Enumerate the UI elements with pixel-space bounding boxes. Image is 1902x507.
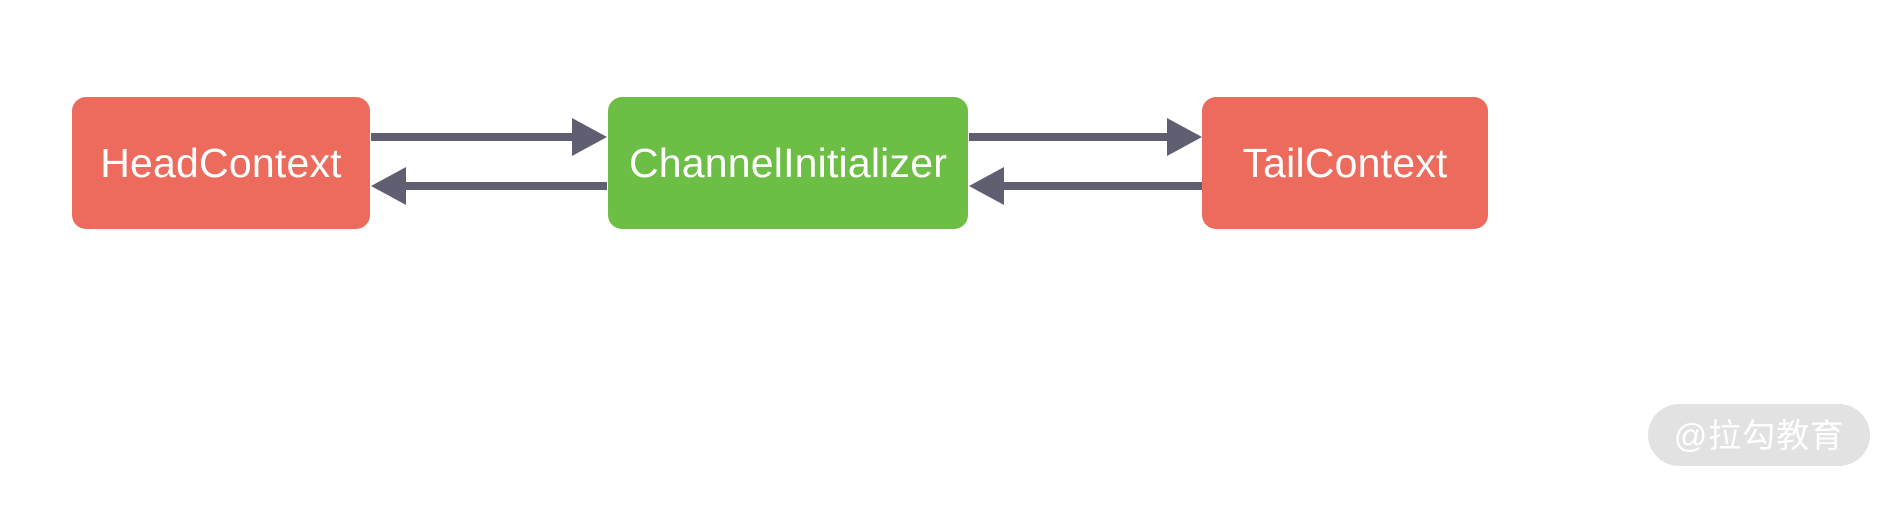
edge-tail-to-initializer — [969, 167, 1202, 205]
edge-initializer-to-head — [371, 167, 607, 205]
node-channel-initializer-label: ChannelInitializer — [628, 139, 948, 186]
watermark-text: @拉勾教育 — [1673, 416, 1845, 454]
node-head-context[interactable]: HeadContext — [72, 97, 370, 229]
arrowhead-right-icon — [1167, 118, 1202, 156]
node-head-context-label: HeadContext — [100, 139, 342, 186]
node-channel-initializer[interactable]: ChannelInitializer — [608, 97, 968, 229]
edge-head-to-initializer — [371, 118, 607, 156]
node-tail-context-label: TailContext — [1242, 139, 1448, 186]
node-tail-context[interactable]: TailContext — [1202, 97, 1488, 229]
watermark-badge: @拉勾教育 — [1648, 404, 1870, 466]
edge-initializer-to-tail — [969, 118, 1202, 156]
arrowhead-left-icon — [371, 167, 406, 205]
arrowhead-left-icon — [969, 167, 1004, 205]
arrowhead-right-icon — [572, 118, 607, 156]
